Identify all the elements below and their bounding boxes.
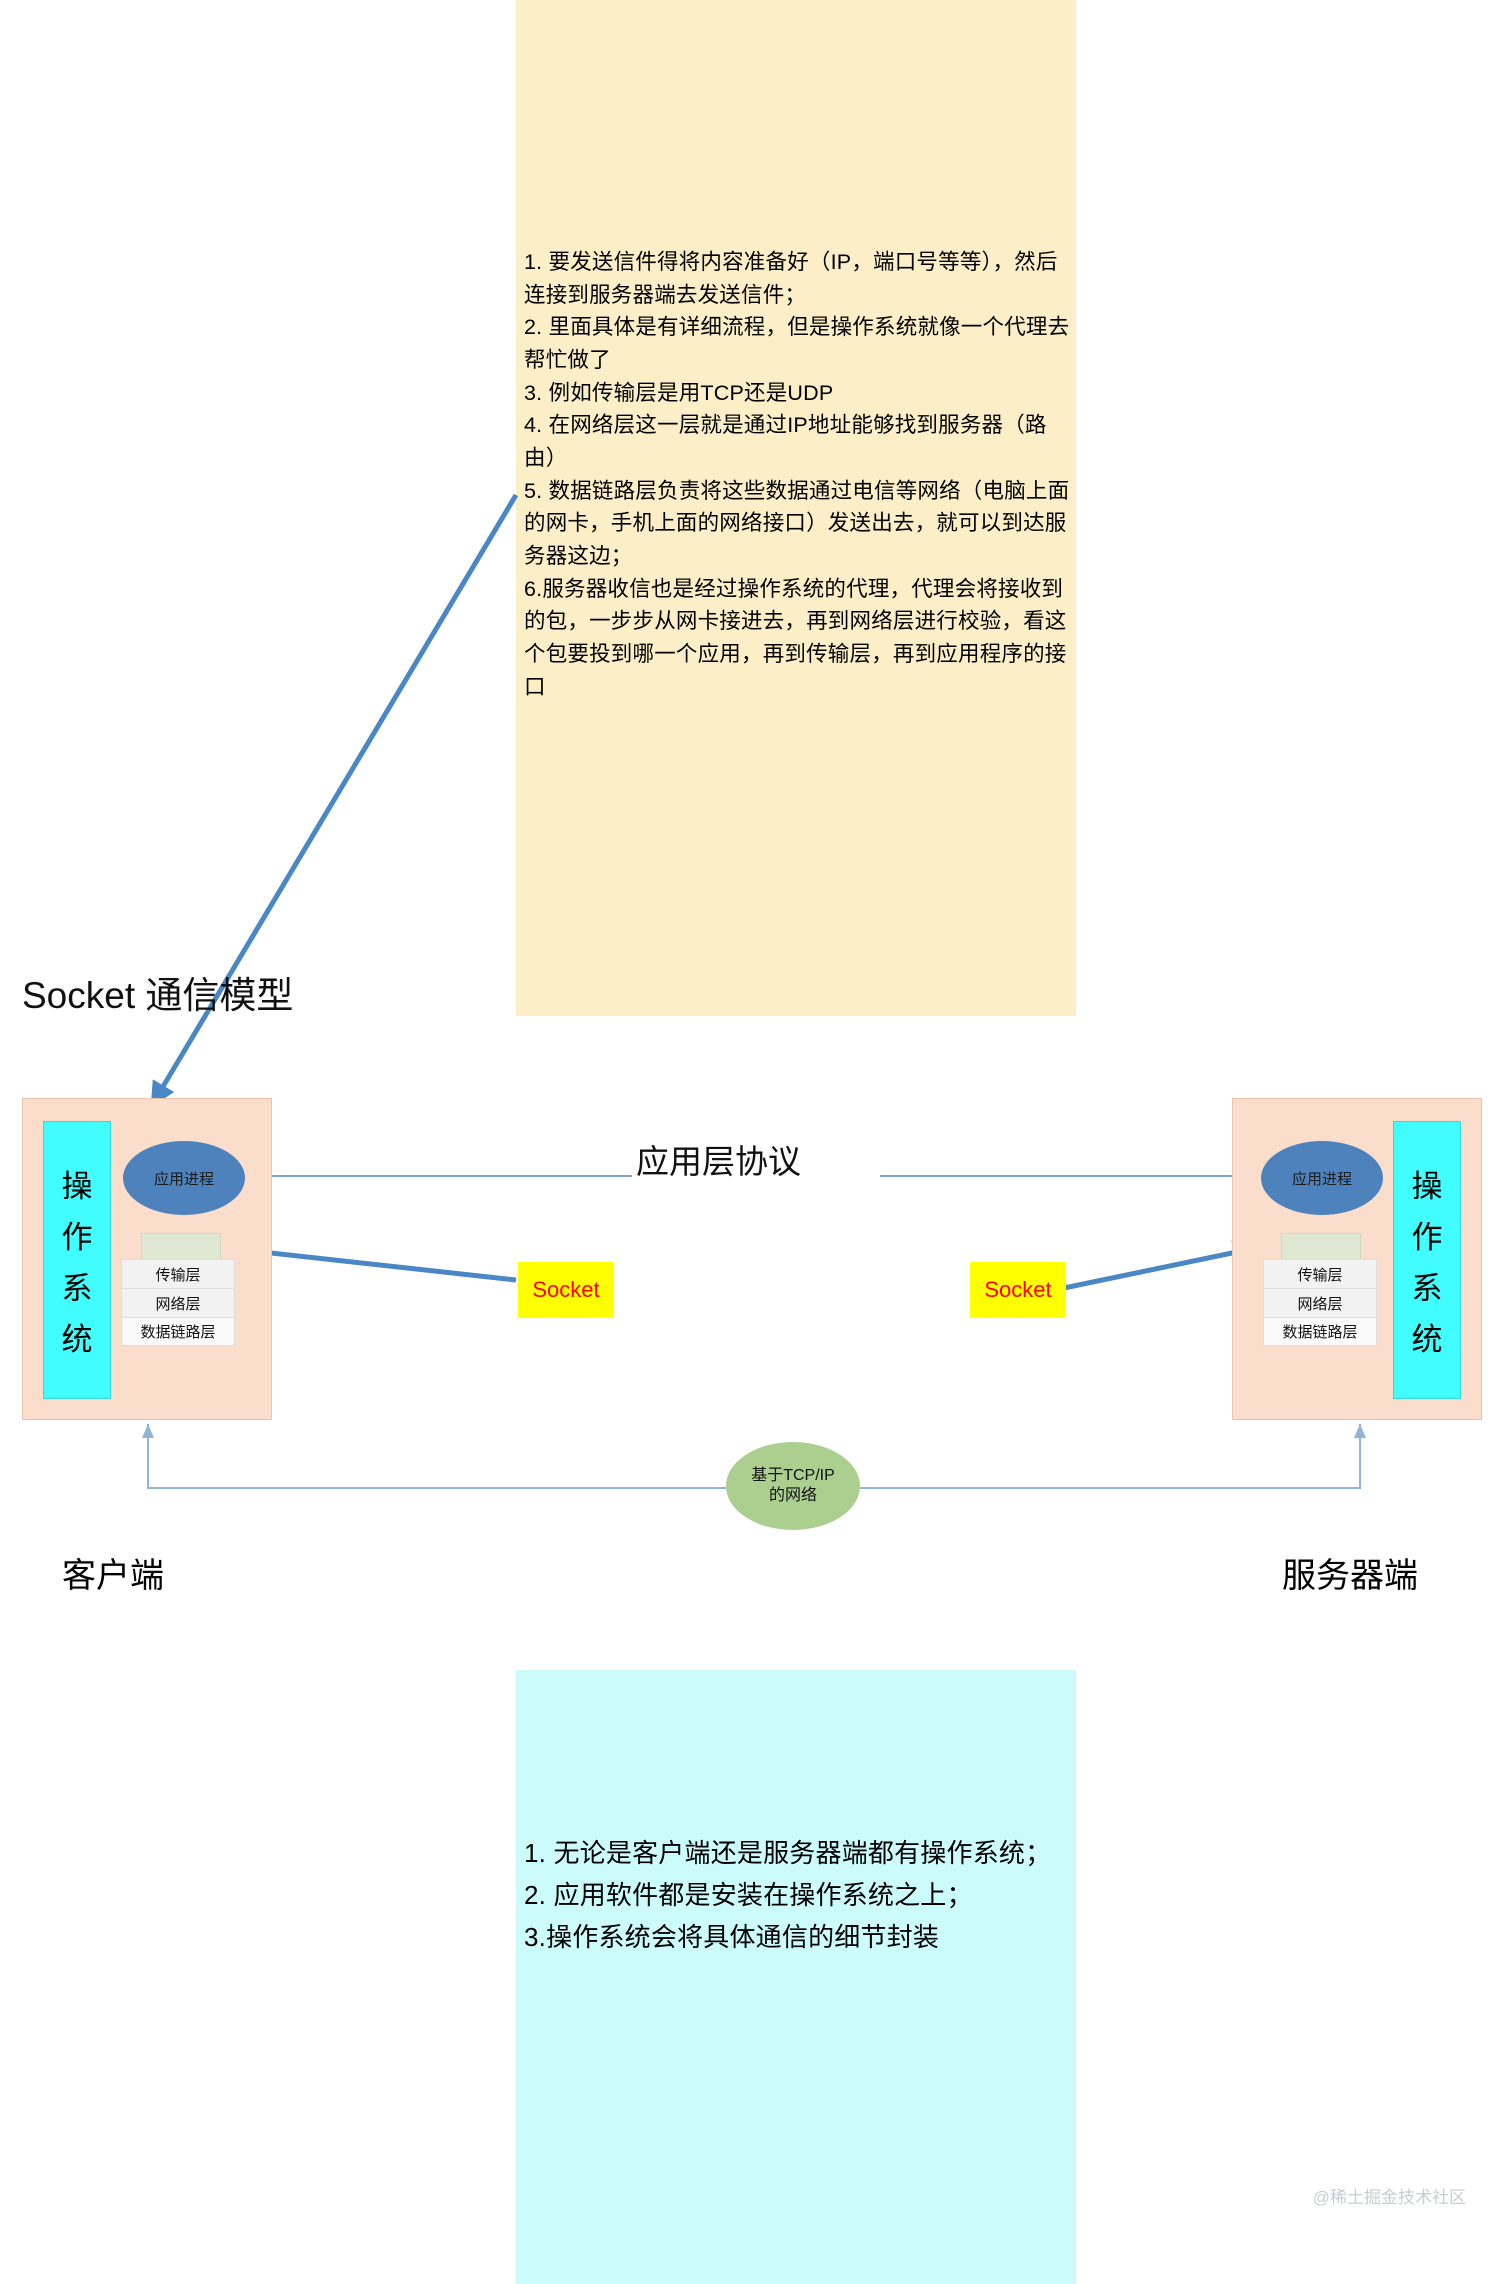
server-os-char-1: 作 <box>1411 1220 1443 1255</box>
socket-left-arrow <box>241 1240 517 1283</box>
client-layer-stack: 传输层 网络层 数据链路层 <box>121 1259 235 1346</box>
network-bus-arrow-client <box>142 1424 154 1438</box>
client-layer-transport: 传输层 <box>121 1259 235 1288</box>
client-endpoint: 操 作 系 统 应用进程 传输层 网络层 数据链路层 <box>22 1098 272 1420</box>
top-note-panel <box>516 0 1076 1016</box>
server-layer-network: 网络层 <box>1263 1288 1377 1317</box>
bottom-note-text: 1. 无论是客户端还是服务器端都有操作系统； 2. 应用软件都是安装在操作系统之… <box>524 1838 1052 1953</box>
server-os-char-3: 统 <box>1411 1322 1443 1357</box>
bottom-note-panel <box>516 1670 1076 2284</box>
network-bus-arrow-server <box>1354 1424 1366 1438</box>
server-layer-transport: 传输层 <box>1263 1259 1377 1288</box>
client-os-char-0: 操 <box>61 1169 93 1204</box>
application-protocol-label: 应用层协议 <box>636 1143 801 1180</box>
client-layer-datalink: 数据链路层 <box>121 1317 235 1346</box>
server-layer-datalink: 数据链路层 <box>1263 1317 1377 1346</box>
socket-chip-left: Socket <box>518 1262 614 1318</box>
server-os-char-0: 操 <box>1411 1169 1443 1204</box>
client-layer-network: 网络层 <box>121 1288 235 1317</box>
network-node: 基于TCP/IP 的网络 <box>726 1442 860 1530</box>
client-os-char-1: 作 <box>61 1220 93 1255</box>
server-layer-stack: 传输层 网络层 数据链路层 <box>1263 1259 1377 1346</box>
top-note-text: 1. 要发送信件得将内容准备好（IP，端口号等等），然后连接到服务器端去发送信件… <box>524 250 1070 699</box>
server-label: 服务器端 <box>1282 1557 1418 1595</box>
watermark: @稀土掘金技术社区 <box>1312 2188 1466 2207</box>
socket-chip-right: Socket <box>970 1262 1066 1318</box>
server-app-process-label: 应用进程 <box>1291 1170 1352 1188</box>
client-os-char-2: 系 <box>61 1271 93 1306</box>
page-title: Socket 通信模型 <box>22 975 294 1016</box>
network-node-line1: 基于TCP/IP <box>751 1467 835 1484</box>
client-app-process-label: 应用进程 <box>153 1170 214 1188</box>
server-endpoint: 应用进程 传输层 网络层 数据链路层 操 作 系 统 <box>1232 1098 1482 1420</box>
client-label: 客户端 <box>62 1557 164 1595</box>
client-os-band: 操 作 系 统 <box>43 1121 111 1399</box>
client-os-char-3: 统 <box>61 1322 93 1357</box>
server-os-char-2: 系 <box>1411 1271 1443 1306</box>
socket-right-arrow <box>1063 1240 1259 1291</box>
server-app-process: 应用进程 <box>1261 1141 1383 1215</box>
server-os-band: 操 作 系 统 <box>1393 1121 1461 1399</box>
network-node-line2: 的网络 <box>768 1487 817 1504</box>
client-app-process: 应用进程 <box>123 1141 245 1215</box>
